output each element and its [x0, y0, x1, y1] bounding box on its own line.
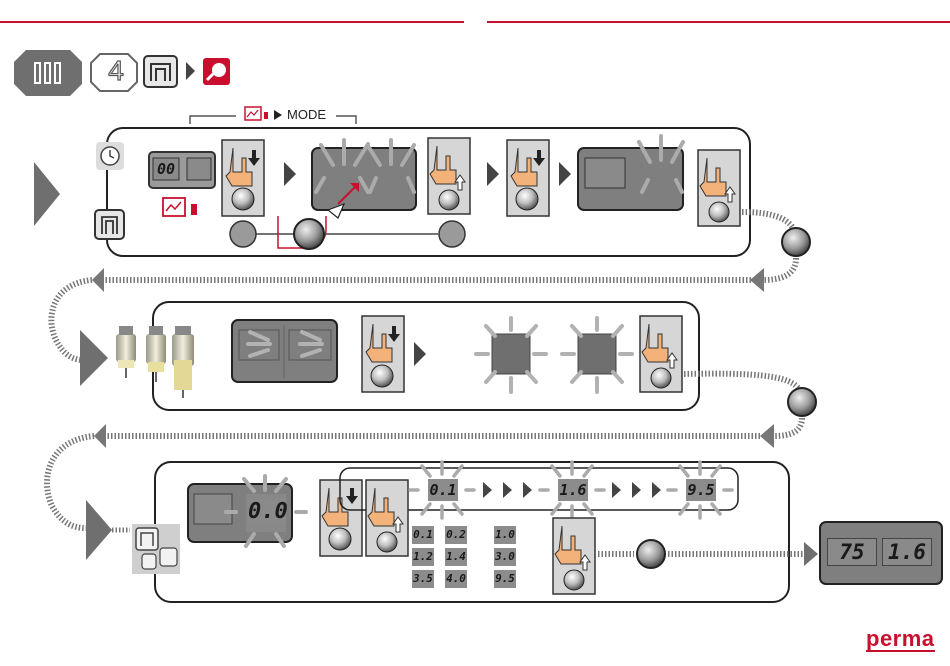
knob-2 — [788, 388, 816, 416]
grid-value: 1.4 — [445, 548, 467, 566]
result-right-value: 1.6 — [882, 538, 932, 566]
header-arrow — [186, 62, 195, 80]
row1-play-arrow — [34, 162, 60, 226]
mode-bracket — [190, 116, 356, 124]
mode-icon — [245, 107, 268, 120]
step-badge-dark — [14, 50, 82, 96]
sequence-value-3: 9.5 — [686, 479, 716, 501]
grid-value: 4.0 — [445, 570, 467, 588]
grid-value: 3.5 — [412, 570, 434, 588]
flash-box-1 — [476, 318, 546, 392]
perma-logo: perma — [866, 628, 935, 652]
press-down-card-4 — [320, 480, 362, 556]
press-up-card-4 — [366, 480, 408, 556]
press-down-card-1 — [222, 140, 264, 216]
cartridge-icon-small — [95, 210, 124, 239]
lcd-row3-value: 0.0 — [248, 499, 286, 524]
mode-arrow — [274, 110, 282, 120]
lcd-row3 — [188, 476, 306, 546]
lubricator-cans — [116, 326, 194, 398]
grid-value: 0.2 — [445, 526, 467, 544]
cartridge-icon — [144, 56, 177, 87]
mode-label: MODE — [287, 107, 326, 122]
press-up-card-5 — [553, 518, 595, 594]
route-2 — [684, 374, 802, 398]
row1-connector — [230, 216, 465, 249]
sequence-value-1: 0.1 — [428, 479, 458, 501]
result-left-value: 75 — [827, 538, 877, 566]
row3-play-arrow — [86, 500, 112, 560]
flash-box-2 — [562, 318, 632, 392]
press-up-card-1 — [428, 138, 470, 214]
grid-value: 3.0 — [494, 548, 516, 566]
press-up-card-3 — [640, 316, 682, 392]
row2-play-arrow — [80, 330, 108, 386]
grid-value: 1.0 — [494, 526, 516, 544]
sequence-value-2: 1.6 — [558, 479, 588, 501]
grid-value: 0.1 — [412, 526, 434, 544]
knob-3 — [637, 540, 665, 568]
grid-value: 9.5 — [494, 570, 516, 588]
press-down-card-3 — [362, 316, 404, 392]
lcd-small-value: 00 — [154, 160, 178, 178]
press-up-card-2 — [698, 150, 740, 226]
knob-1 — [782, 228, 810, 256]
tool-icon — [203, 58, 230, 85]
cartridge-selector — [132, 524, 180, 574]
mode-icon-large — [163, 198, 197, 216]
lcd-flashing-2 — [578, 136, 683, 210]
lcd-flashing-3 — [232, 320, 337, 382]
lcd-flashing-1 — [312, 140, 416, 210]
grid-value: 1.2 — [412, 548, 434, 566]
step-number: 4 — [104, 55, 128, 87]
clock-icon — [96, 142, 124, 170]
press-down-card-2 — [507, 140, 549, 216]
